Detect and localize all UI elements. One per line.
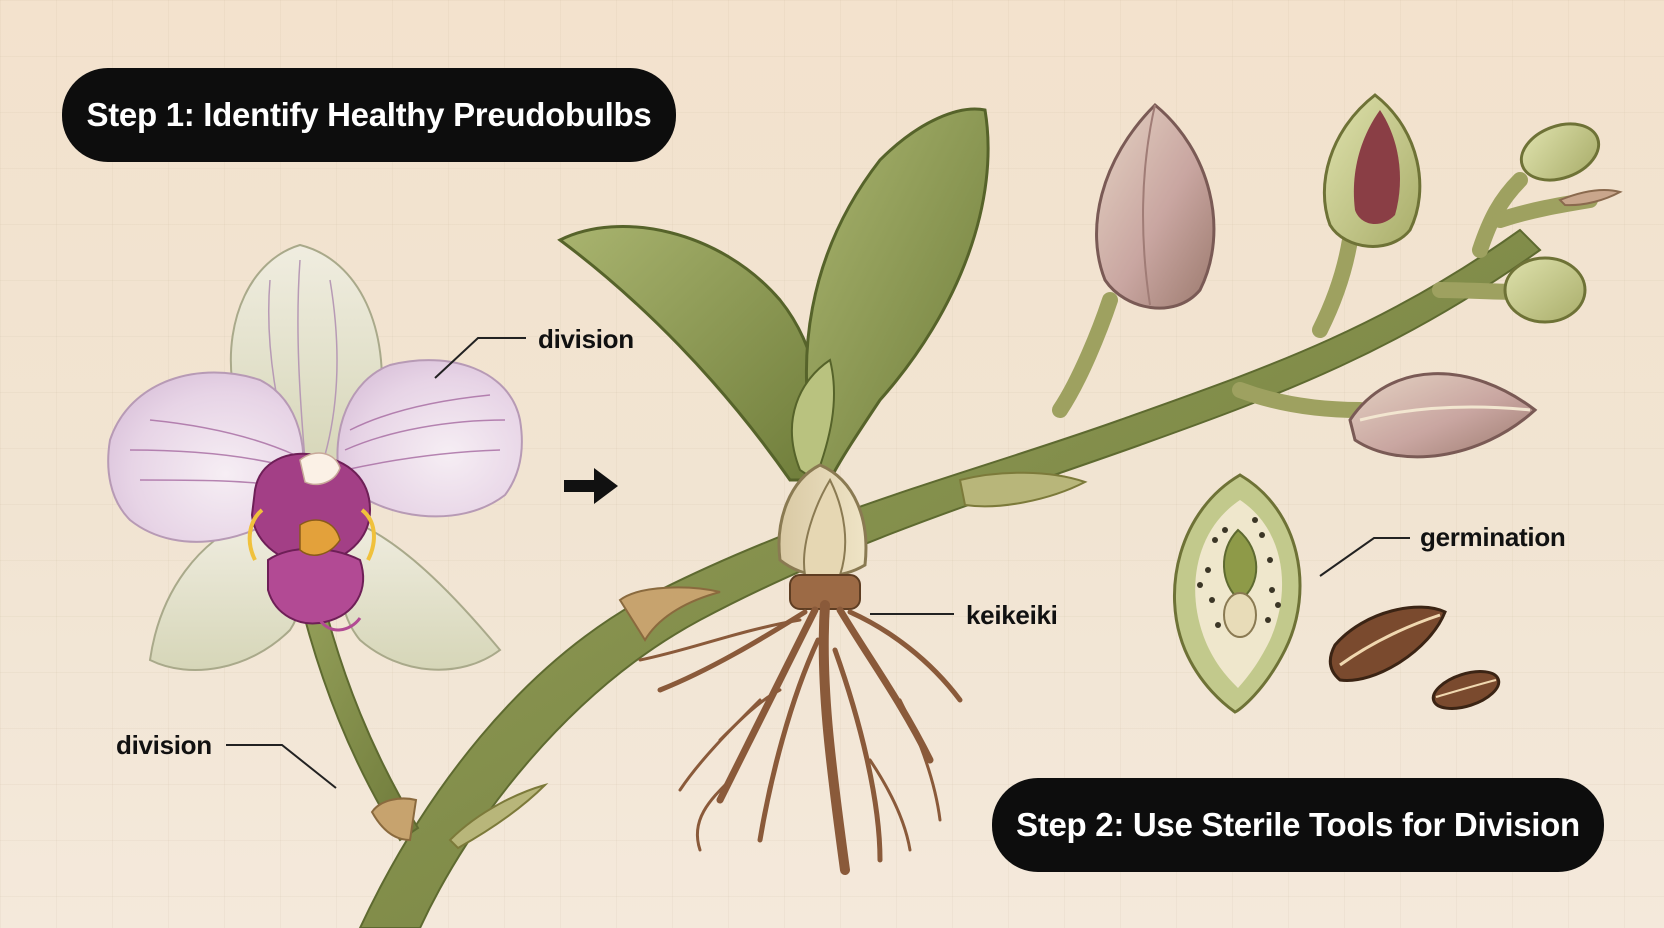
step-1-text: Step 1: Identify Healthy Preudobulbs	[86, 96, 652, 133]
keiki-roots	[638, 600, 963, 875]
label-keiki: keikeiki	[966, 600, 1058, 630]
leader-lines	[226, 337, 1410, 789]
step-2-text: Step 2: Use Sterile Tools for Division	[1016, 806, 1580, 843]
label-division-stalk: division	[116, 730, 212, 760]
main-stem	[298, 228, 1542, 928]
orchid-flower	[107, 243, 523, 671]
arrow-right-icon	[564, 468, 618, 504]
step-1-banner: Step 1: Identify Healthy Preudobulbs	[62, 68, 676, 162]
label-division-petal: division	[538, 324, 634, 354]
keiki-leaves	[557, 107, 990, 610]
flower-buds	[1095, 93, 1623, 459]
bud-stems	[1052, 172, 1598, 418]
seeds	[1328, 605, 1501, 710]
seed-pod-cross-section	[1173, 473, 1302, 714]
step-2-banner: Step 2: Use Sterile Tools for Division	[992, 778, 1604, 872]
label-germination: germination	[1420, 522, 1566, 552]
